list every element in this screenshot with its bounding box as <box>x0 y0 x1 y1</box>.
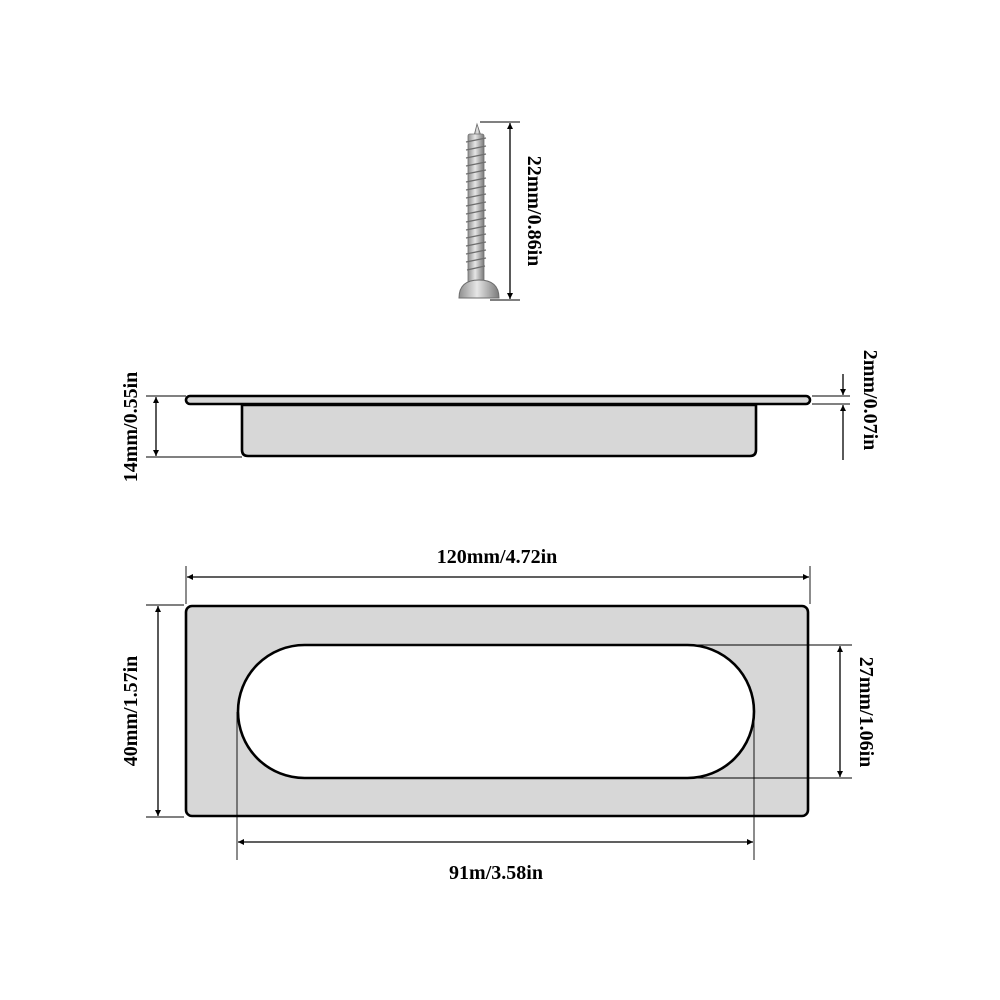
screw-length-dimension: 22mm/0.86in <box>480 121 545 301</box>
top-height-label: 40mm/1.57in <box>120 656 142 767</box>
top-view <box>184 604 810 818</box>
screw-length-label: 22mm/0.86in <box>523 156 545 267</box>
side-height-dimension: 14mm/0.55in <box>120 372 242 483</box>
top-width-label: 120mm/4.72in <box>437 546 558 568</box>
opening-width-label: 91m/3.58in <box>449 862 543 884</box>
opening-height-dimension: 27mm/1.06in <box>696 644 877 779</box>
flange-thickness-dimension: 2mm/0.07in <box>812 350 881 460</box>
top-height-dimension: 40mm/1.57in <box>120 604 184 818</box>
screw-icon <box>458 122 500 299</box>
opening-width-dimension: 91m/3.58in <box>236 712 755 884</box>
side-view <box>184 394 812 458</box>
flange-thickness-label: 2mm/0.07in <box>859 350 881 451</box>
side-height-label: 14mm/0.55in <box>120 372 142 483</box>
top-width-dimension: 120mm/4.72in <box>185 546 811 604</box>
opening-height-label: 27mm/1.06in <box>855 657 877 768</box>
